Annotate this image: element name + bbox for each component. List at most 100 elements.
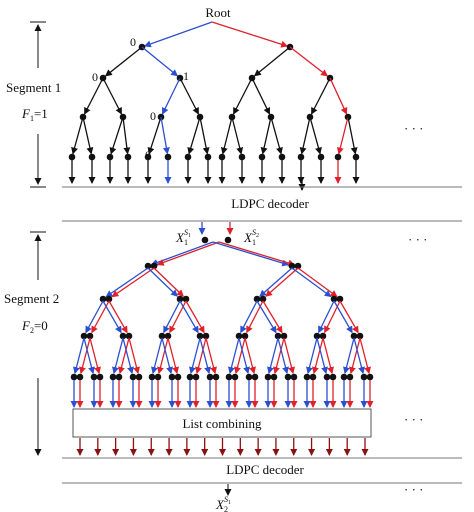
tree2-edge-l2-1-red (153, 267, 184, 297)
ellipsis-4: · · · (404, 482, 424, 497)
tree2-edge-l4-3-red (128, 337, 140, 375)
tree1-edge-l4-2 (109, 116, 124, 155)
tree1-node-l4-5 (164, 153, 172, 161)
tree1-node-l4-0 (68, 153, 76, 161)
tree1-node-l4-11 (278, 153, 286, 161)
tree2-edge-l3-5-blue (256, 300, 277, 334)
tree2-edge-l3-3-blue (179, 300, 199, 334)
tree2-node-l1-1-b (294, 262, 302, 270)
tree2-edge-l4-0-blue (73, 337, 85, 375)
tree2-node-l4-3-a (129, 373, 137, 381)
tree2-edge-l4-9-red (244, 337, 256, 375)
tree1-node-l4-3 (124, 153, 132, 161)
tree2-edge-l4-0-red (79, 337, 91, 375)
tree2-edge-l2-2-blue (259, 267, 293, 297)
tree2-node-l3-6-a (313, 332, 321, 340)
tree2-node-l4-7-a (206, 373, 214, 381)
tree2-node-l3-1-b (125, 332, 133, 340)
tree2-edge-l2-0-red (111, 267, 155, 298)
list-output-arrows (76, 438, 369, 456)
tree1-node-l4-7 (204, 153, 212, 161)
tree2-edge-l4-2-blue (112, 337, 124, 375)
tree1-edge-l3-3 (179, 77, 199, 115)
tree1-edge-l2-0 (104, 46, 143, 77)
tree2-edge-l4-15-red (359, 337, 371, 375)
tree2-edge-l3-1-red (108, 300, 128, 334)
tree2-edge-l3-1-blue (102, 300, 122, 334)
tree1-edge-l4-0 (71, 116, 84, 155)
tree1-edge-l2-1 (141, 46, 179, 77)
bit-label-level1-left: 0 (130, 35, 136, 49)
tree2-node-l3-2-a (158, 332, 166, 340)
tree2-edge-l2-3-red (297, 267, 338, 298)
tree2-edge-l4-11-blue (277, 337, 289, 375)
tree2-node-l4-2-b (115, 373, 123, 381)
segment1-title: Segment 1 (6, 80, 61, 95)
tree2-edge-l4-7-blue (199, 337, 211, 375)
tree2-edge-l4-10-red (273, 337, 285, 375)
ellipsis-1: · · · (404, 121, 424, 136)
tree2-edge-l4-4-blue (151, 337, 163, 375)
segment2-title: Segment 2 (4, 291, 59, 306)
tree2-node-l4-12-b (309, 373, 317, 381)
tree2-edge-l4-4-red (157, 337, 169, 375)
tree2-node-l3-7-b (356, 332, 364, 340)
bit-label-level3: 0 (150, 109, 156, 123)
tree2-edge-l4-11-red (283, 337, 295, 375)
tree1-edge-l4-15 (347, 116, 358, 155)
tree2-node-l4-5-a (168, 373, 176, 381)
tree2-edge-l3-5-red (262, 300, 283, 334)
x1-right-label: X1S2 (243, 228, 259, 247)
tree2-edge-l4-5-blue (161, 337, 173, 375)
tree2-edge-l3-7-red (339, 300, 359, 334)
tree2-edge-l4-1-blue (83, 337, 95, 375)
tree1-edge-l4-4 (147, 116, 162, 155)
tree2-edge-l4-10-blue (267, 337, 279, 375)
tree2-node-l4-14-a (340, 373, 348, 381)
tree2-edge-l4-13-red (322, 337, 334, 375)
tree2-edge-l4-12-blue (306, 337, 318, 375)
tree1-node-l4-9 (238, 153, 246, 161)
tree2-edge-l2-0-blue (105, 267, 149, 298)
segment1-tree (68, 21, 360, 191)
tree2-node-l4-11-a (284, 373, 292, 381)
tree1-edge-l3-2 (161, 77, 181, 115)
tree2-node-l4-13-b (329, 373, 337, 381)
tree2-edge-l3-0-blue (85, 300, 104, 334)
tree2-node-l4-10-a (264, 373, 272, 381)
tree2-node-l3-5-a (274, 332, 282, 340)
tree1-edge-l2-2 (253, 46, 291, 77)
tree2-edge-l4-3-blue (122, 337, 134, 375)
tree1-edge-l3-0 (84, 77, 104, 115)
tree2-node-l3-5-b (280, 332, 288, 340)
tree2-root-node-0 (201, 236, 209, 244)
tree1-node-l4-14 (334, 153, 342, 161)
tree2-edge-l1-1-red (218, 241, 296, 267)
tree2-node-l3-7-a (350, 332, 358, 340)
tree2-node-l2-3-a (330, 295, 338, 303)
root-label: Root (205, 5, 231, 20)
tree2-edge-l3-3-red (185, 300, 205, 334)
tree1-edge-l3-6 (311, 77, 331, 115)
tree2-edge-l3-4-blue (240, 300, 258, 334)
tree2-edge-l2-2-red (265, 267, 299, 297)
segment2-flag: F2=0 (21, 318, 48, 335)
tree2-node-l3-0-b (86, 332, 94, 340)
tree2-node-l3-2-b (164, 332, 172, 340)
tree1-node-l4-12 (297, 153, 305, 161)
tree2-edge-l3-6-blue (318, 300, 335, 334)
tree2-node-l4-2-a (109, 373, 117, 381)
tree2-root-node-1 (224, 236, 232, 244)
ellipsis-3: · · · (404, 412, 424, 427)
segment1-flag: F1=1 (21, 106, 48, 123)
tree1-edge-l2-3 (289, 46, 329, 77)
tree2-node-l4-7-b (212, 373, 220, 381)
tree2-edge-l4-1-red (89, 337, 101, 375)
list-combining-box (72, 408, 372, 438)
tree1-node-l4-10 (258, 153, 266, 161)
tree1-edge-l3-4 (233, 77, 253, 115)
tree1-node-l4-2 (106, 153, 114, 161)
tree2-edge-l2-3-blue (291, 267, 332, 298)
